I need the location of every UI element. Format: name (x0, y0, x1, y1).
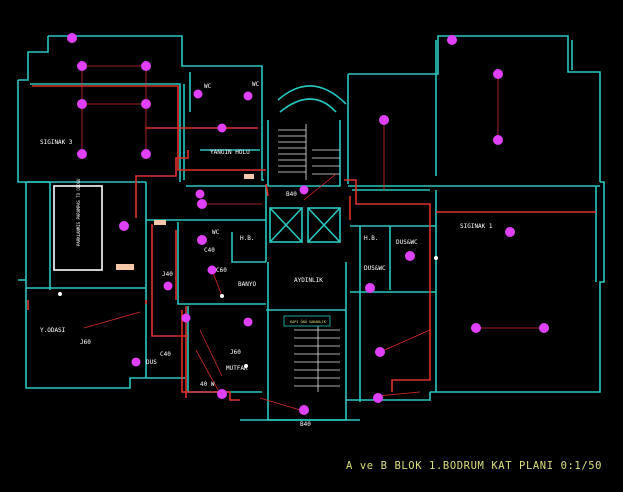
label-wc-mid: WC (212, 229, 220, 236)
fixture (119, 221, 129, 231)
room-labels: SIGINAK 3 SIGINAK 1 YANGIN HOLU WC WC B4… (40, 81, 493, 428)
fixture (243, 91, 253, 101)
fixture (77, 99, 87, 109)
wiring-links (81, 65, 544, 411)
label-j60-b: J60 (230, 349, 241, 356)
fixture (197, 199, 207, 209)
fixture (375, 347, 385, 357)
label-wc-top-right: WC (252, 81, 260, 88)
label-dus-wc: DUS&WC (396, 239, 418, 246)
fixture (77, 61, 87, 71)
label-c40-b: C40 (160, 351, 171, 358)
label-hb-left: H.B. (240, 235, 254, 242)
fixture (243, 317, 253, 327)
fixture (163, 281, 173, 291)
fixture (217, 389, 227, 399)
label-hb-right: H.B. (364, 235, 378, 242)
fixture (217, 123, 227, 133)
fixture (373, 393, 383, 403)
fixture (77, 149, 87, 159)
label-mutfak: MUTFAK (226, 365, 248, 372)
fixture (67, 33, 77, 43)
label-j60-a: J60 (80, 339, 91, 346)
label-dus-wc2: DUS&WC (364, 265, 386, 272)
fixture (141, 61, 151, 71)
socket (244, 364, 248, 368)
fixture (539, 323, 549, 333)
label-aydinlik: AYDINLIK (294, 277, 323, 284)
fixture (379, 115, 389, 125)
label-green-note: KAPI ÖNÜ SAHANLIK (290, 319, 327, 324)
fixture (207, 265, 217, 275)
label-siginak1: SIGINAK 1 (460, 223, 493, 230)
panel-box (154, 220, 166, 225)
circuit-lines (27, 85, 596, 401)
switch-symbols (58, 174, 438, 368)
label-40w: 40 W (200, 381, 215, 388)
label-wc-top-left: WC (204, 83, 212, 90)
fixture (493, 135, 503, 145)
fixture (405, 251, 415, 261)
fixture (365, 283, 375, 293)
label-b40-bottom: B40 (300, 421, 311, 428)
fixture (195, 189, 205, 199)
panel-box (244, 174, 254, 179)
fixture (197, 235, 207, 245)
fixture (505, 227, 515, 237)
fixture (299, 185, 309, 195)
plan-title: A ve B BLOK 1.BODRUM KAT PLANI 0:1/50 (346, 460, 602, 472)
socket (58, 292, 62, 296)
label-siginak3: SIGINAK 3 (40, 139, 73, 146)
fixture (141, 99, 151, 109)
fixture (299, 405, 309, 415)
label-banyo: BANYO (238, 281, 256, 288)
label-yodasi: Y.ODASI (40, 327, 66, 334)
label-c40-a: C40 (204, 247, 215, 254)
label-b40-top: B40 (286, 191, 297, 198)
label-vertical-note: PARKLANMIS PARAMPAS TO ODOGU (76, 178, 81, 246)
fixture (493, 69, 503, 79)
fixture (193, 89, 203, 99)
fixture (471, 323, 481, 333)
panel-box (116, 264, 134, 270)
label-c60: C60 (216, 267, 227, 274)
fixture (447, 35, 457, 45)
fixture (131, 357, 141, 367)
stair-steps (278, 124, 340, 392)
label-yangin-holu: YANGIN HOLU (210, 149, 250, 156)
socket (434, 256, 438, 260)
socket (220, 294, 224, 298)
label-j40: J40 (162, 271, 173, 278)
light-fixtures (67, 33, 549, 415)
label-dus: DUS (146, 359, 157, 366)
fixture (181, 313, 191, 323)
fixture (141, 149, 151, 159)
